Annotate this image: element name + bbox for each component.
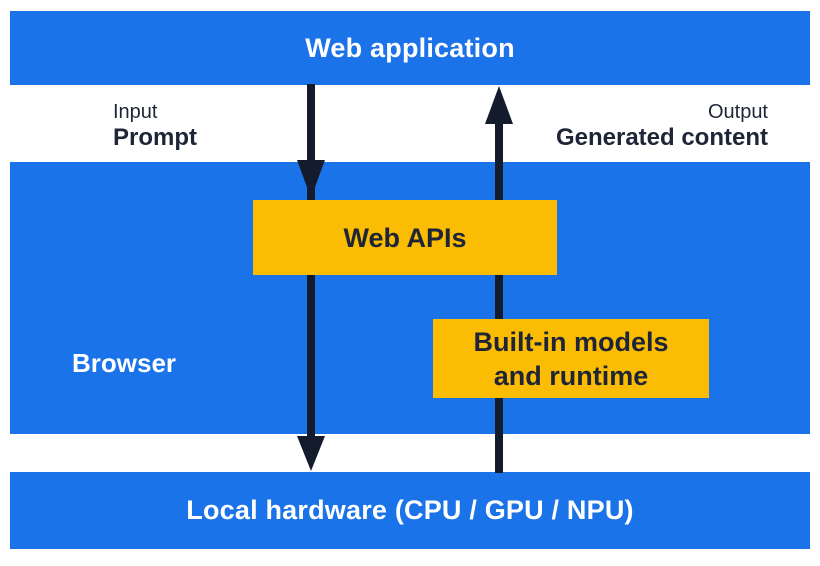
input-kind-label: Input	[113, 101, 158, 123]
builtin-models-line1: Built-in models	[473, 326, 669, 357]
web-application-label: Web application	[305, 32, 515, 63]
output-name-label: Generated content	[555, 124, 768, 151]
local-hardware-label: Local hardware (CPU / GPU / NPU)	[186, 495, 634, 525]
web-apis-box: Web APIs	[253, 200, 557, 275]
input-name-label: Prompt	[113, 124, 197, 151]
output-flow-label: Output Generated content	[556, 100, 768, 151]
builtin-models-line2: and runtime	[493, 360, 649, 391]
browser-label: Browser	[72, 348, 177, 378]
output-kind-label: Output	[707, 101, 768, 123]
local-hardware-bar: Local hardware (CPU / GPU / NPU)	[10, 472, 810, 549]
web-application-bar: Web application	[10, 11, 810, 85]
builtin-models-box: Built-in models and runtime	[433, 319, 709, 398]
input-flow-label: Input Prompt	[113, 100, 197, 151]
web-apis-label: Web APIs	[343, 222, 467, 253]
